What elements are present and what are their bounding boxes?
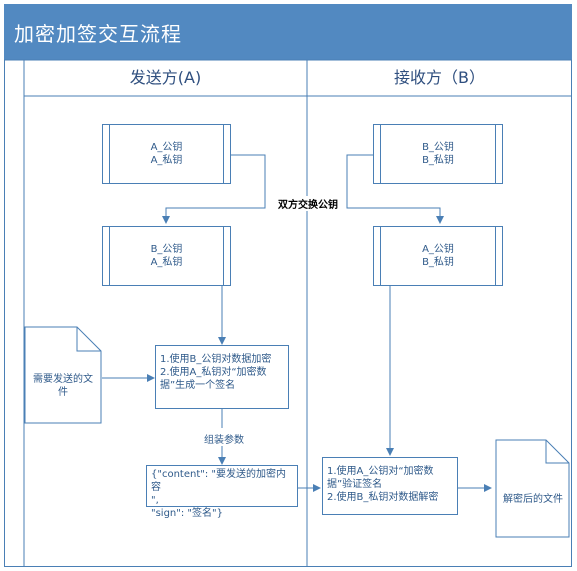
params-content-close: ", <box>151 495 159 506</box>
receiver-step-2: 2.使用B_私钥对数据解密 <box>327 492 439 503</box>
receiver-key-private: B_私钥 <box>422 155 454 166</box>
title-bar: 加密加签交互流程 <box>4 4 572 60</box>
sender-key-private: A_私钥 <box>150 155 183 166</box>
source-document-label-line2: 件 <box>58 387 68 398</box>
sender-keypair-box: A_公钥 A_私钥 <box>102 124 231 184</box>
key-exchange-label: 双方交换公钥 <box>277 196 339 211</box>
decrypted-document-label: 解密后的文件 <box>503 494 563 505</box>
sender-key-public: A_公钥 <box>150 142 183 153</box>
params-content-line: {"content": "要发送的加密内容 <box>151 469 286 493</box>
source-document-label-line1: 需要发送的文 <box>33 374 93 385</box>
sender-exchanged-private: A_私钥 <box>150 257 183 268</box>
receiver-flow-connectors <box>386 286 492 492</box>
lane-header-sender: 发送方(A) <box>129 68 202 87</box>
assemble-params-label: 组装参数 <box>204 435 244 446</box>
params-sign-line: "sign": "签名"} <box>151 508 223 519</box>
receiver-exchanged-private: B_私钥 <box>422 257 454 268</box>
source-document-shape <box>24 326 102 424</box>
receiver-key-public: B_公钥 <box>422 142 454 153</box>
source-document-label: 需要发送的文 件 <box>27 373 99 399</box>
lane-header-receiver: 接收方（B） <box>394 68 485 87</box>
receiver-exchanged-keys-box: A_公钥 B_私钥 <box>373 226 503 286</box>
receiver-verify-decrypt-box: 1.使用A_公钥对“加密数 据”验证签名 2.使用B_私钥对数据解密 <box>322 457 458 515</box>
sender-step-2-cont: 据”生成一个签名 <box>160 380 236 391</box>
key-exchange-connector <box>162 154 444 224</box>
sender-exchanged-public: B_公钥 <box>150 244 183 255</box>
decrypted-document-shape <box>495 439 570 538</box>
diagram-title: 加密加签交互流程 <box>14 22 182 46</box>
sender-encrypt-sign-box: 1.使用B_公钥对数据加密 2.使用A_私钥对“加密数 据”生成一个签名 <box>155 345 289 409</box>
receiver-keypair-box: B_公钥 B_私钥 <box>373 124 503 184</box>
request-params-box: {"content": "要发送的加密内容 ", "sign": "签名"} <box>146 465 298 519</box>
sender-flow-connectors <box>102 286 321 492</box>
sender-exchanged-keys-box: B_公钥 A_私钥 <box>102 226 231 286</box>
receiver-step-1: 1.使用A_公钥对“加密数 <box>327 466 434 477</box>
receiver-exchanged-public: A_公钥 <box>422 244 454 255</box>
sender-step-1: 1.使用B_公钥对数据加密 <box>160 354 272 365</box>
sender-step-2: 2.使用A_私钥对“加密数 <box>160 367 267 378</box>
receiver-step-1-cont: 据”验证签名 <box>327 479 383 490</box>
